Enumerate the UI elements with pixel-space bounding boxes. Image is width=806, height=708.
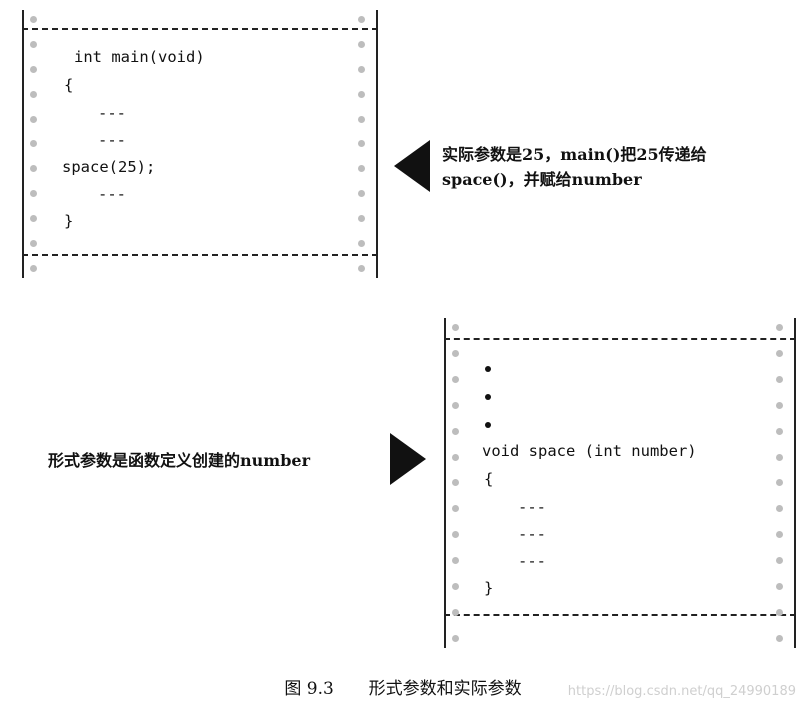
code-line: int main(void)	[74, 48, 205, 66]
code-line: ---	[518, 498, 546, 516]
actual-argument-annotation: 实际参数是25，main()把25传递给 space()，并赋给number	[442, 142, 707, 192]
main-function-box: int main(void) { --- --- space(25); --- …	[22, 10, 378, 278]
box-bottom-dash	[444, 614, 796, 616]
code-line: {	[64, 76, 74, 94]
watermark-url: https://blog.csdn.net/qq_24990189	[567, 684, 796, 699]
ellipsis-dot	[485, 366, 491, 372]
box-left-border	[22, 10, 24, 278]
code-line: ---	[98, 185, 126, 203]
figure-caption: 图 9.3 形式参数和实际参数	[0, 674, 806, 699]
figure-number: 图 9.3	[284, 679, 334, 699]
ellipsis-dot	[485, 394, 491, 400]
code-line: ---	[518, 525, 546, 543]
code-line: ---	[518, 552, 546, 570]
box-bottom-dash	[22, 254, 378, 256]
box-right-border	[376, 10, 378, 278]
box-right-border	[794, 318, 796, 648]
right-perforation	[776, 324, 786, 642]
box-left-border	[444, 318, 446, 648]
right-perforation	[358, 16, 368, 272]
ellipsis-dot	[485, 422, 491, 428]
annotation-line: 实际参数是25，main()把25传递给	[442, 145, 707, 164]
pointer-right-triangle	[390, 433, 426, 485]
code-line: ---	[98, 104, 126, 122]
code-line: void space (int number)	[482, 442, 697, 460]
code-line: }	[64, 212, 74, 230]
code-line: {	[484, 470, 494, 488]
code-line: ---	[98, 131, 126, 149]
box-top-dash	[22, 28, 378, 30]
annotation-line: space()，并赋给number	[442, 170, 642, 189]
figure-title: 形式参数和实际参数	[368, 679, 522, 699]
code-line: space(25);	[62, 158, 156, 176]
pointer-left-triangle	[394, 140, 430, 192]
code-line: }	[484, 579, 494, 597]
formal-parameter-annotation: 形式参数是函数定义创建的number	[48, 451, 310, 470]
left-perforation	[452, 324, 462, 642]
left-perforation	[30, 16, 40, 272]
space-function-box: void space (int number) { --- --- --- }	[444, 318, 796, 648]
box-top-dash	[444, 338, 796, 340]
